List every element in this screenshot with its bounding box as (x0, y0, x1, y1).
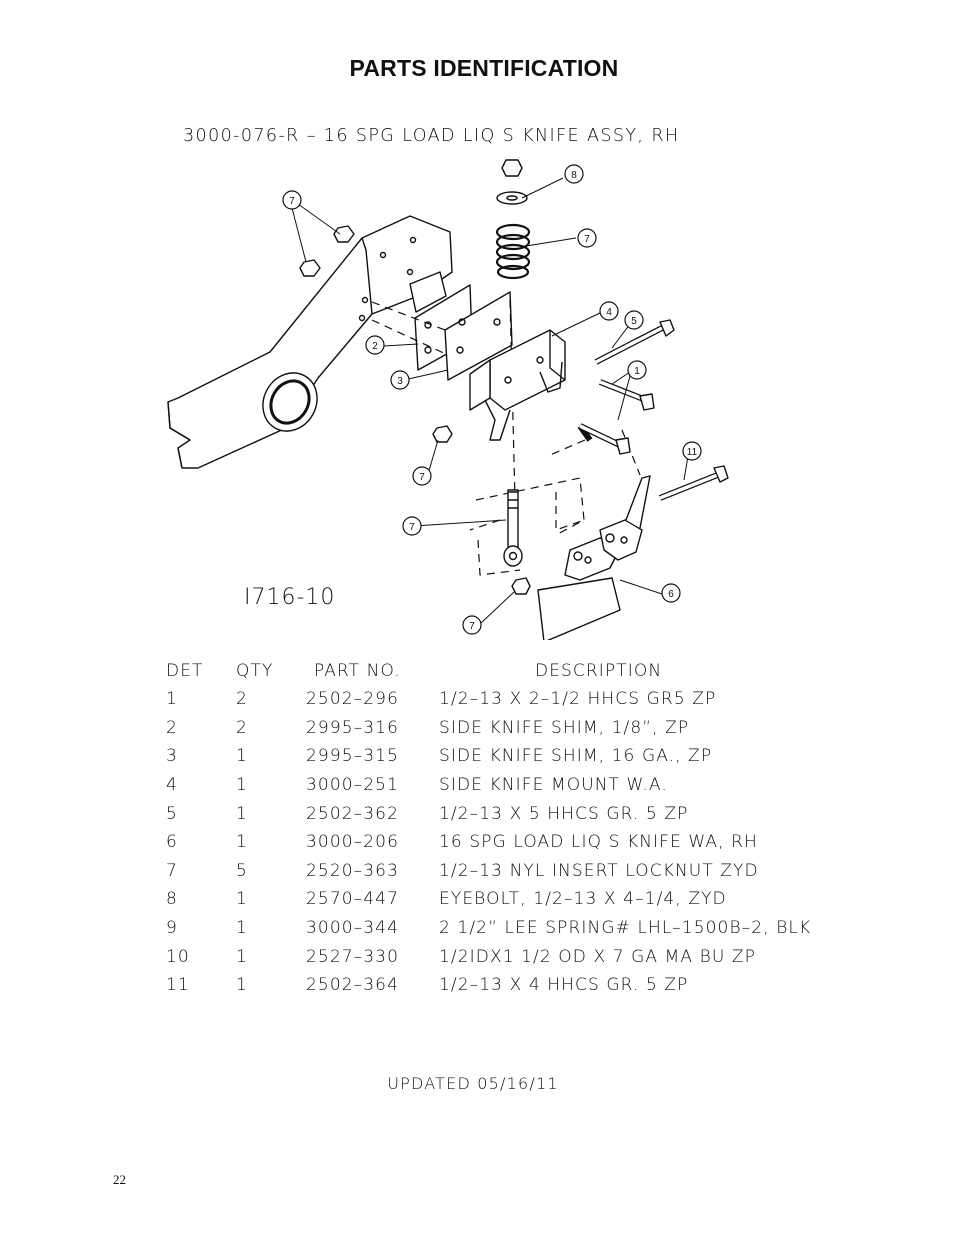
table-row: 4 1 3000–251 SIDE KNIFE MOUNT W.A. (160, 771, 811, 800)
callout-3: 3 (397, 376, 403, 387)
cell-description: 16 SPG LOAD LIQ S KNIFE WA, RH (439, 832, 758, 853)
cell-description: SIDE KNIFE MOUNT W.A. (439, 775, 668, 796)
cell-part-no: 2995–316 (306, 717, 400, 738)
callout-2: 2 (372, 341, 378, 352)
table-row: 1 2 2502–296 1/2–13 X 2–1/2 HHCS GR5 ZP (160, 685, 811, 714)
cell-qty: 1 (236, 975, 248, 996)
cell-qty: 1 (236, 889, 248, 910)
callout-7: 7 (419, 472, 425, 483)
cell-det: 8 (166, 889, 178, 910)
cell-det: 4 (166, 775, 178, 796)
callout-7: 7 (469, 621, 475, 632)
table-row: 3 1 2995–315 SIDE KNIFE SHIM, 16 GA., ZP (160, 742, 811, 771)
bolt-11 (658, 465, 729, 501)
cell-qty: 1 (236, 775, 248, 796)
callout-balloons (282, 164, 702, 635)
cell-qty: 1 (236, 803, 248, 824)
cell-det: 1 (166, 689, 178, 710)
knife-weldment (537, 475, 651, 640)
table-row: 8 1 2570–447 EYEBOLT, 1/2–13 X 4–1/4, ZYD (160, 885, 811, 914)
callout-8: 7 (409, 522, 415, 533)
shim-3 (444, 291, 513, 381)
coil-spring (495, 223, 531, 280)
callout-11: 11 (687, 447, 698, 458)
cell-det: 10 (166, 946, 190, 967)
cell-qty: 2 (236, 717, 248, 738)
col-part-no: PART NO. (314, 661, 401, 681)
callout-9: 7 (584, 234, 590, 245)
cell-part-no: 2520–363 (306, 860, 400, 881)
callout-10: 8 (571, 170, 577, 181)
callout-4: 4 (606, 307, 612, 318)
cell-description: 1/2–13 X 2–1/2 HHCS GR5 ZP (439, 689, 717, 710)
cell-description: 1/2–13 NYL INSERT LOCKNUT ZYD (439, 860, 759, 881)
callout-6: 6 (668, 589, 674, 600)
col-qty: QTY (236, 661, 274, 681)
cell-part-no: 3000–206 (306, 832, 400, 853)
cell-qty: 2 (236, 689, 248, 710)
cell-part-no: 2570–447 (306, 889, 400, 910)
cell-part-no: 2995–315 (306, 746, 400, 767)
exploded-parts-drawing: 7 8 7 4 5 1 2 3 7 7 6 11 7 (167, 159, 729, 640)
cell-description: 1/2IDX1 1/2 OD X 7 GA MA BU ZP (439, 946, 757, 967)
cell-part-no: 2527–330 (306, 946, 400, 967)
page-number: 22 (113, 1172, 126, 1187)
cell-description: EYEBOLT, 1/2–13 X 4–1/4, ZYD (439, 889, 727, 910)
cell-det: 9 (166, 918, 178, 939)
drawing-id: I716-10 (244, 585, 336, 610)
bolt-5 (594, 319, 675, 365)
knife-mount (469, 329, 566, 441)
table-header-row: DET QTY PART NO. DESCRIPTION (160, 657, 811, 685)
cell-qty: 5 (236, 860, 248, 881)
cell-qty: 1 (236, 832, 248, 853)
cell-part-no: 3000–251 (306, 775, 400, 796)
cell-description: 1/2–13 X 4 HHCS GR. 5 ZP (439, 975, 689, 996)
cell-det: 3 (166, 746, 178, 767)
cell-det: 5 (166, 803, 178, 824)
col-det: DET (166, 661, 204, 681)
cell-qty: 1 (236, 918, 248, 939)
table-row: 9 1 3000–344 2 1/2” LEE SPRING# LHL–1500B–2… (160, 914, 811, 943)
cell-qty: 1 (236, 946, 248, 967)
bolt-1 (577, 379, 655, 455)
cell-description: SIDE KNIFE SHIM, 16 GA., ZP (439, 746, 713, 767)
table-row: 7 5 2520–363 1/2–13 NYL INSERT LOCKNUT ZYD (160, 857, 811, 886)
cell-part-no: 2502–364 (306, 975, 400, 996)
assembly-title: 3000-076-R – 16 SPG LOAD LIQ S KNIFE ASS… (183, 126, 680, 146)
cell-qty: 1 (236, 746, 248, 767)
table-row: 6 1 3000–206 16 SPG LOAD LIQ S KNIFE WA, RH (160, 828, 811, 857)
eyebolt (503, 489, 523, 567)
cell-det: 2 (166, 717, 178, 738)
callout-1: 1 (634, 366, 640, 377)
cell-description: 1/2–13 X 5 HHCS GR. 5 ZP (439, 803, 689, 824)
col-description: DESCRIPTION (535, 661, 663, 681)
cell-det: 6 (166, 832, 178, 853)
table-row: 5 1 2502–362 1/2–13 X 5 HHCS GR. 5 ZP (160, 799, 811, 828)
table-row: 2 2 2995–316 SIDE KNIFE SHIM, 1/8”, ZP (160, 714, 811, 743)
cell-det: 7 (166, 860, 178, 881)
cell-det: 11 (166, 975, 190, 996)
table-row: 10 1 2527–330 1/2IDX1 1/2 OD X 7 GA MA BU Z… (160, 942, 811, 971)
cell-description: SIDE KNIFE SHIM, 1/8”, ZP (439, 717, 690, 738)
shank-arm (167, 215, 453, 469)
cell-part-no: 2502–296 (306, 689, 400, 710)
cell-part-no: 3000–344 (306, 918, 400, 939)
callout-7: 7 (289, 196, 295, 207)
page-title: PARTS IDENTIFICATION (349, 55, 619, 81)
cell-description: 2 1/2” LEE SPRING# LHL–1500B–2, BLK (439, 918, 812, 939)
callout-5: 5 (631, 316, 637, 327)
updated-date: UPDATED 05/16/11 (387, 1074, 559, 1093)
cell-part-no: 2502–362 (306, 803, 400, 824)
